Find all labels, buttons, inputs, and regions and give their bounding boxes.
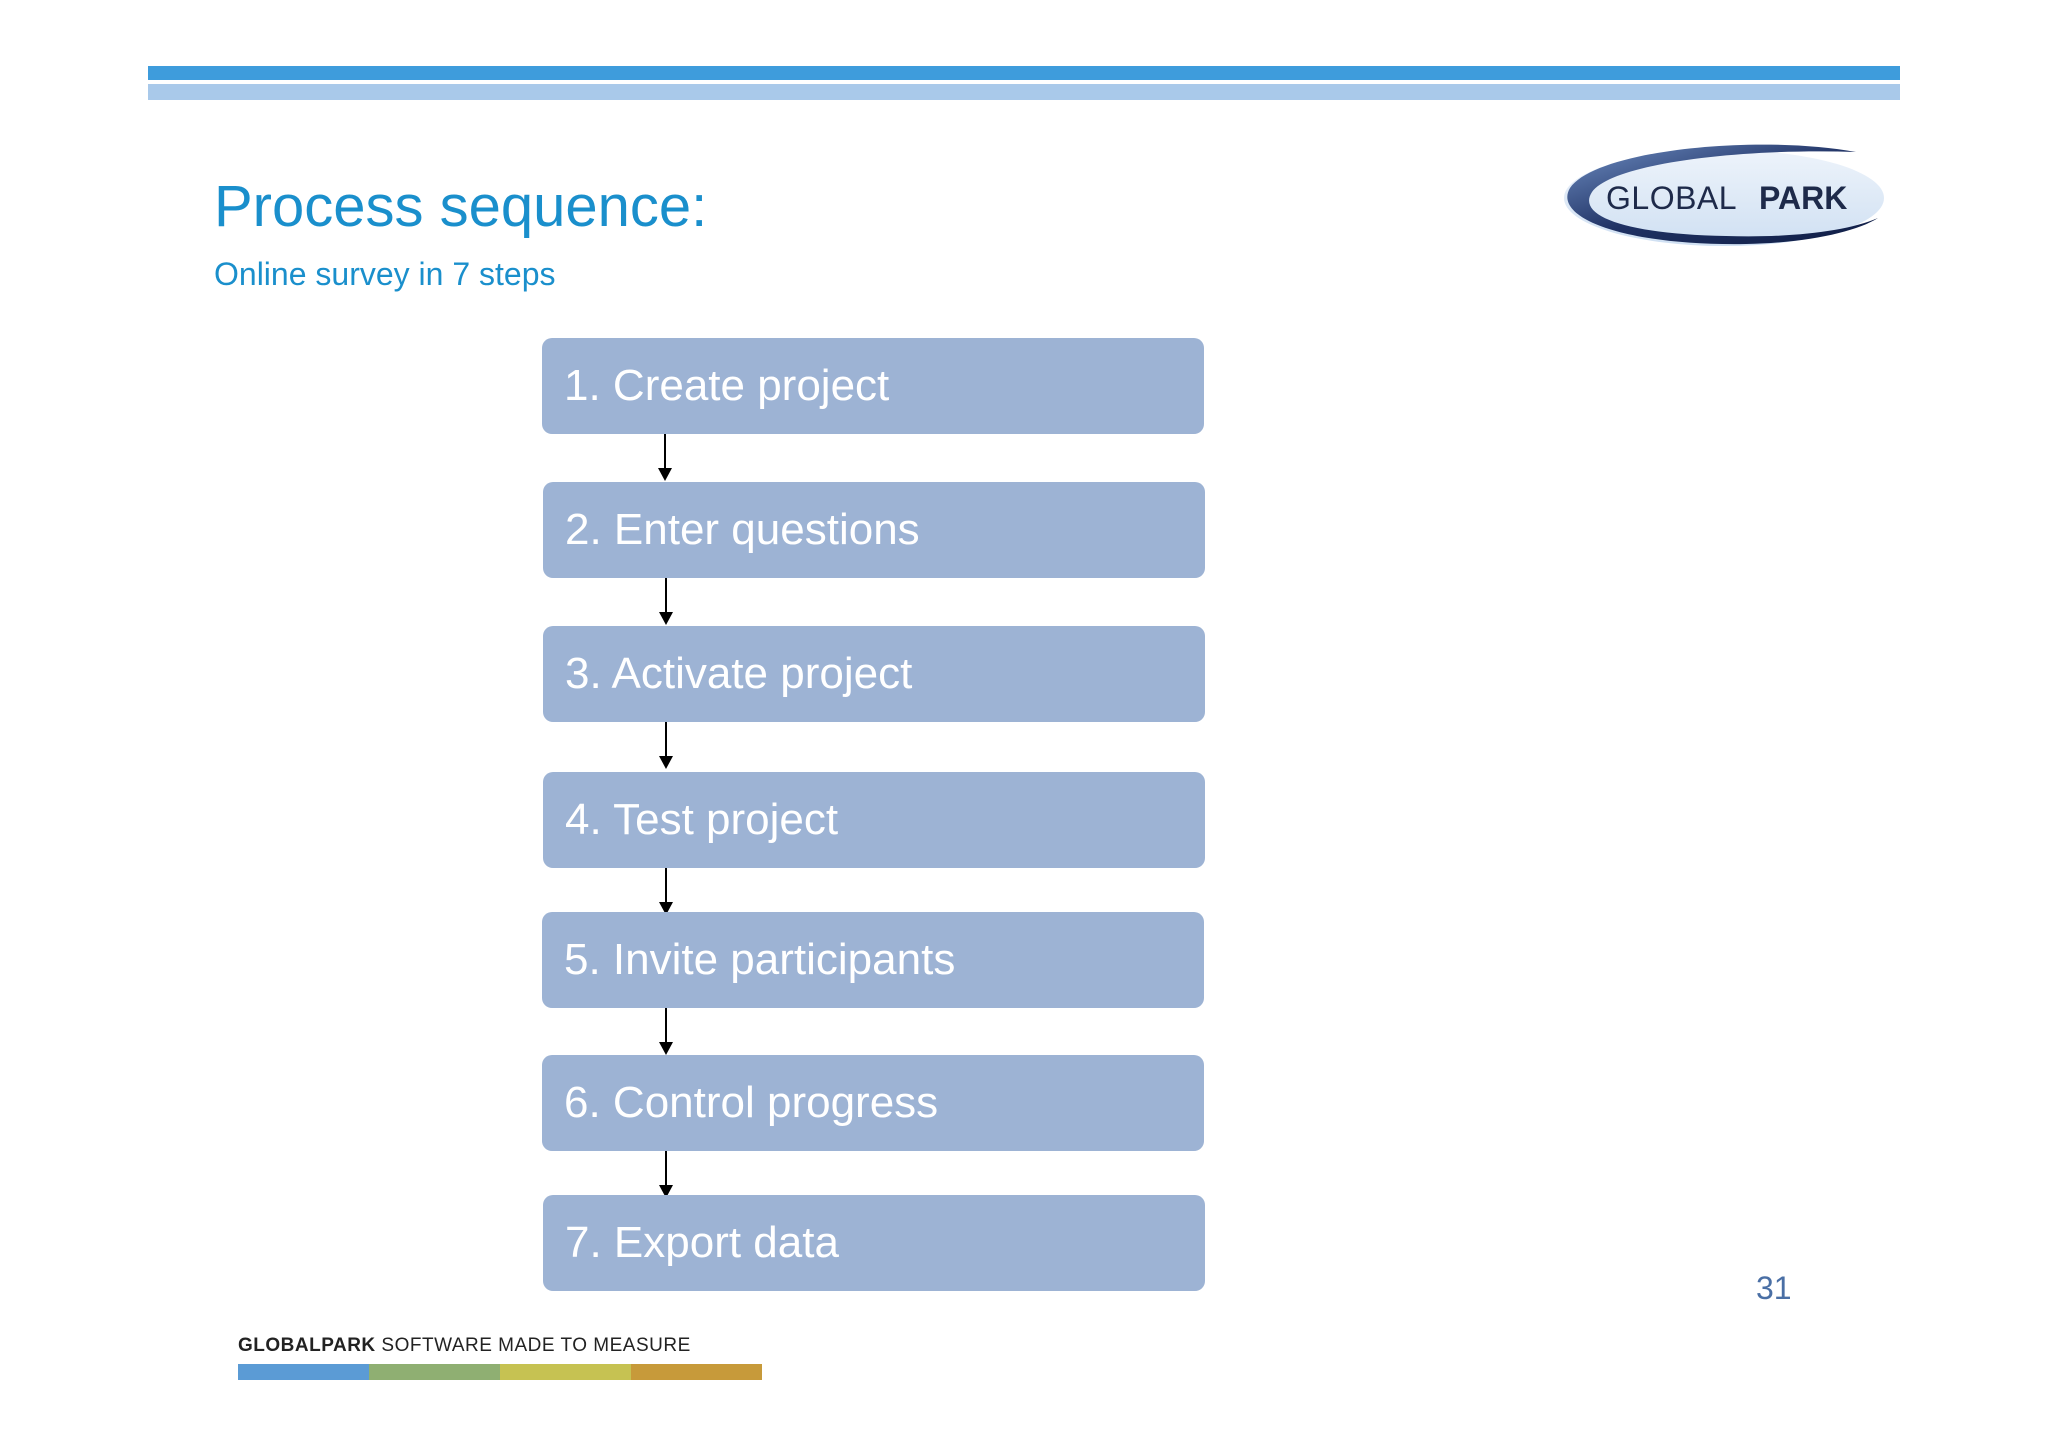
down-arrow-icon [659,868,673,915]
footer-brand: GLOBALPARK [238,1335,376,1356]
down-arrow-icon [659,1151,673,1198]
logo-text-bold: PARK [1759,180,1847,216]
step-label: 5. Invite participants [564,935,956,984]
step-box-6: 6. Control progress [542,1055,1204,1151]
step-label: 7. Export data [565,1218,839,1267]
header-stripe-dark [148,66,1900,80]
color-bar-segment [238,1364,369,1380]
footer-tagline: GLOBALPARK SOFTWARE MADE TO MEASURE [238,1336,691,1355]
down-arrow-icon [659,1008,673,1055]
step-box-3: 3. Activate project [543,626,1205,722]
down-arrow-icon [659,578,673,625]
page-number: 31 [1756,1270,1792,1306]
step-box-5: 5. Invite participants [542,912,1204,1008]
down-arrow-icon [658,434,672,481]
color-bar-segment [500,1364,631,1380]
down-arrow-icon [659,722,673,769]
header-stripe-light [148,84,1900,100]
footer-slogan: SOFTWARE MADE TO MEASURE [381,1335,691,1356]
step-label: 3. Activate project [565,649,913,698]
color-bar-segment [631,1364,762,1380]
step-box-4: 4. Test project [543,772,1205,868]
step-label: 6. Control progress [564,1078,939,1127]
color-bar-segment [369,1364,500,1380]
logo-text-light: GLOBAL [1606,180,1737,216]
step-box-2: 2. Enter questions [543,482,1205,578]
globalpark-logo: GLOBAL PARK [1564,144,1884,246]
step-label: 4. Test project [565,795,839,844]
page-subtitle: Online survey in 7 steps [214,256,556,292]
step-label: 2. Enter questions [565,505,920,554]
page-title: Process sequence: [214,174,708,239]
footer-color-bar [238,1364,762,1380]
step-box-1: 1. Create project [542,338,1204,434]
step-label: 1. Create project [564,361,890,410]
step-box-7: 7. Export data [543,1195,1205,1291]
